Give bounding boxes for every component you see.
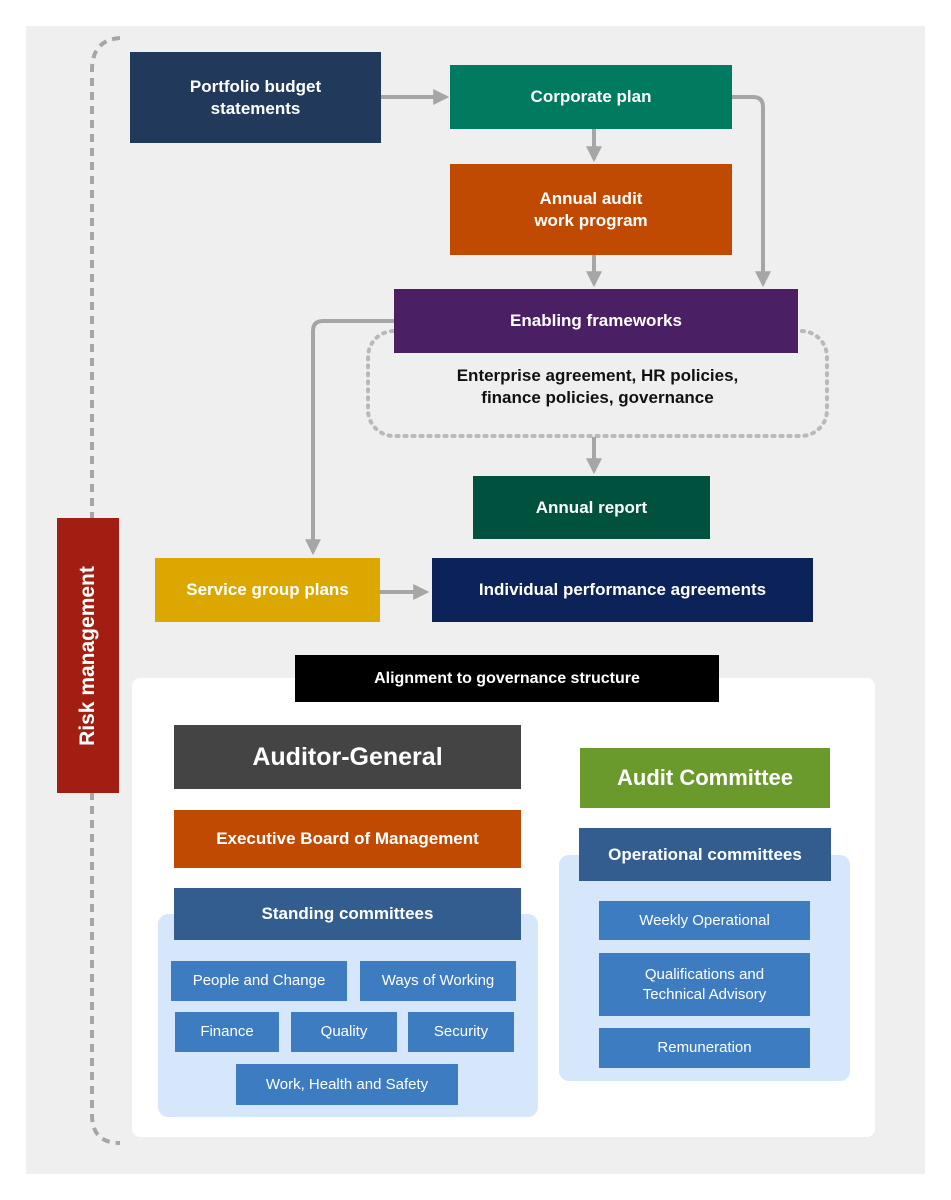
enabling-frameworks-box: Enabling frameworks — [394, 289, 798, 353]
risk-management-label: Risk management — [76, 565, 99, 746]
arrow-corporate-to-frameworks — [732, 95, 771, 288]
portfolio-budget-statements-box: Portfolio budget statements — [130, 52, 381, 143]
individual-performance-agreements-box: Individual performance agreements — [432, 558, 813, 622]
operational-committees-title: Operational committees — [579, 828, 831, 881]
committee-work-health-and-safety: Work, Health and Safety — [236, 1064, 458, 1105]
auditor-general-box: Auditor-General — [174, 725, 521, 789]
committee-ways-of-working: Ways of Working — [360, 961, 516, 1001]
arrow-frameworks-to-service-plans — [305, 319, 394, 556]
executive-board-box: Executive Board of Management — [174, 810, 521, 868]
annual-report-box: Annual report — [473, 476, 710, 539]
risk-management-bar: Risk management — [57, 518, 119, 793]
committee-people-and-change: People and Change — [171, 961, 347, 1001]
committee-quality: Quality — [291, 1012, 397, 1052]
committee-remuneration: Remuneration — [599, 1028, 810, 1068]
committee-finance: Finance — [175, 1012, 279, 1052]
committee-qualifications-technical-advisory: Qualifications and Technical Advisory — [599, 953, 810, 1016]
service-group-plans-box: Service group plans — [155, 558, 380, 622]
governance-heading: Alignment to governance structure — [295, 655, 719, 702]
enabling-frameworks-detail: Enterprise agreement, HR policies, finan… — [456, 366, 739, 407]
audit-committee-box: Audit Committee — [580, 748, 830, 808]
risk-bracket — [90, 36, 121, 1145]
committee-weekly-operational: Weekly Operational — [599, 901, 810, 940]
annual-audit-work-program-box: Annual audit work program — [450, 164, 732, 255]
standing-committees-title: Standing committees — [174, 888, 521, 940]
corporate-plan-box: Corporate plan — [450, 65, 732, 129]
committee-security: Security — [408, 1012, 514, 1052]
